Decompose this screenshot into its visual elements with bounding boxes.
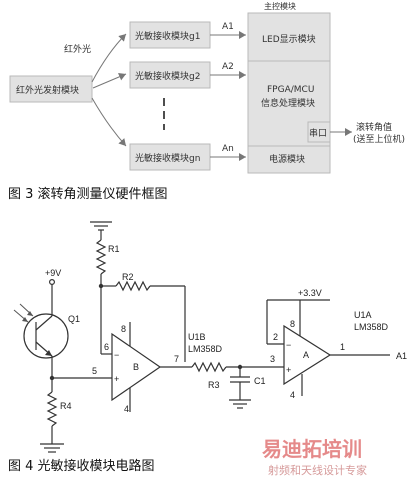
- pin-8-a: 8: [290, 319, 295, 329]
- figure4-caption: 图 4 光敏接收模块电路图: [8, 458, 155, 474]
- r2-label: R2: [122, 272, 134, 282]
- fpga-label-line2: 信息处理模块: [261, 97, 315, 109]
- ir-light-label: 红外光: [64, 43, 91, 55]
- ground-symbol-r4: [40, 443, 64, 453]
- figure3-caption: 图 3 滚转角测量仪硬件框图: [8, 186, 168, 202]
- receiver-block-2: [129, 61, 211, 89]
- led-block: [247, 12, 331, 62]
- opamp-b-plus: +: [114, 374, 119, 384]
- receiver-label-n: 光敏接收模块gn: [135, 152, 200, 164]
- ground-symbol-c1: [229, 399, 251, 409]
- resistor-r1: [95, 239, 107, 275]
- pin-2-label: 2: [273, 332, 278, 342]
- opamp-a-plus: +: [286, 365, 291, 375]
- supply-33v-label: +3.3V: [298, 288, 322, 298]
- emitter-label: 红外光发射模块: [16, 84, 79, 96]
- power-label: 电源模块: [269, 153, 305, 165]
- r4-label: R4: [60, 401, 72, 411]
- vcc-9v-label: +9V: [45, 268, 61, 278]
- resistor-r3: [191, 361, 227, 373]
- ir-arrow-n: [91, 97, 127, 147]
- signal-label-1: A1: [222, 22, 234, 32]
- output-a1-label: A1: [396, 351, 407, 361]
- pin-3-label: 3: [270, 354, 275, 364]
- emitter-block: [9, 75, 93, 103]
- pin-1-label: 1: [340, 342, 345, 352]
- phototransistor-q1: [23, 313, 69, 359]
- circuit-diagram: R1 R2 +9V Q1 5 R4: [13, 221, 407, 453]
- r3-label: R3: [208, 380, 220, 390]
- opamp-b-label: B: [133, 362, 139, 372]
- receiver-block-1: [129, 21, 211, 49]
- opamp-b: [111, 332, 162, 402]
- opamp-a-label: A: [303, 350, 309, 360]
- signal-label-2: A2: [222, 62, 234, 72]
- receiver-label-1: 光敏接收模块g1: [135, 30, 200, 42]
- pin-5-label: 5: [92, 366, 97, 376]
- pin-4-a: 4: [290, 390, 295, 400]
- resistor-r4: [46, 391, 58, 427]
- u1b-part: LM358D: [188, 344, 223, 354]
- pin-4-b: 4: [124, 404, 129, 414]
- q1-label: Q1: [68, 314, 80, 324]
- c1-label: C1: [254, 376, 266, 386]
- u1a-part: LM358D: [354, 322, 389, 332]
- watermark: 易迪拓培训 射频和天线设计专家: [262, 437, 367, 477]
- ir-arrow-1: [91, 33, 127, 83]
- ir-arrow-2: [92, 73, 127, 89]
- led-label: LED显示模块: [262, 33, 316, 45]
- u1b-label: U1B: [188, 332, 206, 342]
- opamp-b-minus: −: [114, 350, 119, 360]
- serial-port-label: 串口: [309, 128, 327, 139]
- u1a-label: U1A: [354, 310, 372, 320]
- opamp-a: [283, 324, 332, 386]
- r1-label: R1: [108, 244, 120, 254]
- pin-8-b: 8: [121, 324, 126, 334]
- pin-7-label: 7: [174, 354, 179, 364]
- signal-label-n: An: [222, 144, 234, 154]
- resistor-r2: [115, 280, 151, 292]
- controller-label: 主控模块: [264, 1, 296, 11]
- receiver-label-2: 光敏接收模块g2: [135, 70, 200, 82]
- output-label-line2: (送至上位机): [353, 133, 405, 145]
- watermark-brand: 易迪拓培训: [262, 437, 362, 461]
- opamp-a-minus: −: [286, 340, 291, 350]
- output-label-line1: 滚转角值: [356, 121, 392, 133]
- watermark-tagline: 射频和天线设计专家: [268, 463, 367, 477]
- pin-6-label: 6: [104, 342, 109, 352]
- ground-symbol: [90, 221, 112, 231]
- fpga-label-line1: FPGA/MCU: [267, 85, 314, 95]
- block-diagram: 主控模块 红外光发射模块 红外光 光敏接收模块g1 光敏接收模块g2 光敏接收模…: [9, 1, 405, 174]
